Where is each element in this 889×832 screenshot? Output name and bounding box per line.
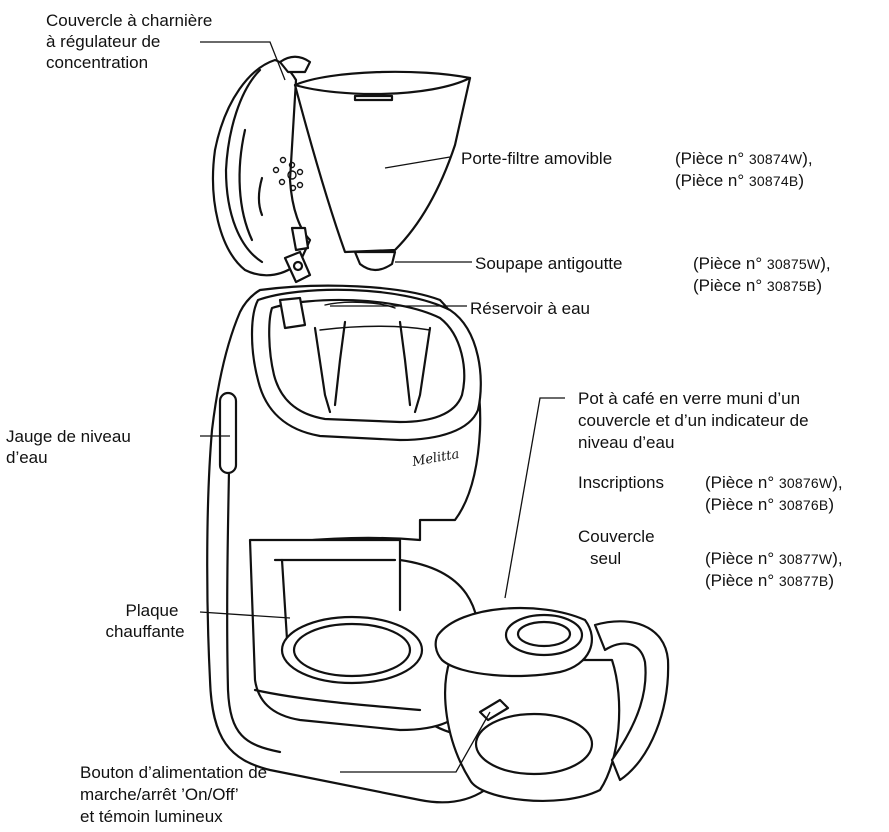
part-30875w: (Pièce n° 30875W), bbox=[693, 253, 831, 275]
part-30874w: (Pièce n° 30874W), bbox=[675, 148, 813, 170]
part-30877w: (Pièce n° 30877W), bbox=[705, 548, 843, 570]
carafe-line-2: couvercle et d’un indicateur de bbox=[578, 410, 809, 432]
label-water-gauge: Jauge de niveau d’eau bbox=[6, 426, 131, 468]
glass-carafe bbox=[436, 608, 668, 801]
carafe-line-1: Pot à café en verre muni d’un bbox=[578, 388, 809, 410]
switch-line-3: et témoin lumineux bbox=[80, 806, 267, 828]
hot-plate bbox=[282, 617, 422, 683]
water-reservoir bbox=[252, 290, 481, 440]
label-water-reservoir: Réservoir à eau bbox=[470, 298, 590, 319]
filter-holder bbox=[295, 72, 470, 270]
gauge-line-1: Jauge de niveau bbox=[6, 426, 131, 447]
part-30876b: (Pièce n° 30876B) bbox=[705, 494, 843, 516]
water-gauge-window bbox=[220, 393, 236, 473]
valve-name: Soupape antigoutte bbox=[475, 254, 622, 273]
part-30875b: (Pièce n° 30875B) bbox=[693, 275, 831, 297]
switch-line-2: marche/arrêt ’On/Off’ bbox=[80, 784, 267, 806]
lid-line-1: Couvercle à charnière bbox=[46, 10, 212, 31]
lid-line-3: concentration bbox=[46, 52, 212, 73]
reservoir-name: Réservoir à eau bbox=[470, 299, 590, 318]
inscriptions-name: Inscriptions bbox=[578, 473, 664, 492]
part-30877b: (Pièce n° 30877B) bbox=[705, 570, 843, 592]
cover-line-2: seul bbox=[578, 548, 655, 570]
gauge-line-2: d’eau bbox=[6, 447, 131, 468]
label-hot-plate: Plaque chauffante bbox=[95, 600, 195, 642]
anti-drip-valve bbox=[355, 252, 395, 270]
label-cover-only: Couvercle seul bbox=[578, 526, 655, 570]
label-hinged-lid: Couvercle à charnière à régulateur de co… bbox=[46, 10, 212, 73]
hotplate-line-1: Plaque bbox=[95, 600, 195, 621]
label-filter-holder-parts: (Pièce n° 30874W), (Pièce n° 30874B) bbox=[675, 148, 813, 192]
label-anti-drip-valve: Soupape antigoutte bbox=[475, 253, 622, 274]
label-inscriptions: Inscriptions bbox=[578, 472, 664, 493]
label-inscriptions-parts: (Pièce n° 30876W), (Pièce n° 30876B) bbox=[705, 472, 843, 516]
carafe-line-3: niveau d’eau bbox=[578, 432, 809, 454]
part-30876w: (Pièce n° 30876W), bbox=[705, 472, 843, 494]
cover-line-1: Couvercle bbox=[578, 526, 655, 548]
hotplate-line-2: chauffante bbox=[95, 621, 195, 642]
label-valve-parts: (Pièce n° 30875W), (Pièce n° 30875B) bbox=[693, 253, 831, 297]
label-glass-carafe: Pot à café en verre muni d’un couvercle … bbox=[578, 388, 809, 454]
filter-holder-name: Porte-filtre amovible bbox=[461, 149, 612, 168]
part-30874b: (Pièce n° 30874B) bbox=[675, 170, 813, 192]
lid-line-2: à régulateur de bbox=[46, 31, 212, 52]
switch-line-1: Bouton d’alimentation de bbox=[80, 762, 267, 784]
label-power-switch: Bouton d’alimentation de marche/arrêt ’O… bbox=[80, 762, 267, 828]
label-filter-holder: Porte-filtre amovible bbox=[461, 148, 612, 169]
label-cover-parts: (Pièce n° 30877W), (Pièce n° 30877B) bbox=[705, 548, 843, 592]
